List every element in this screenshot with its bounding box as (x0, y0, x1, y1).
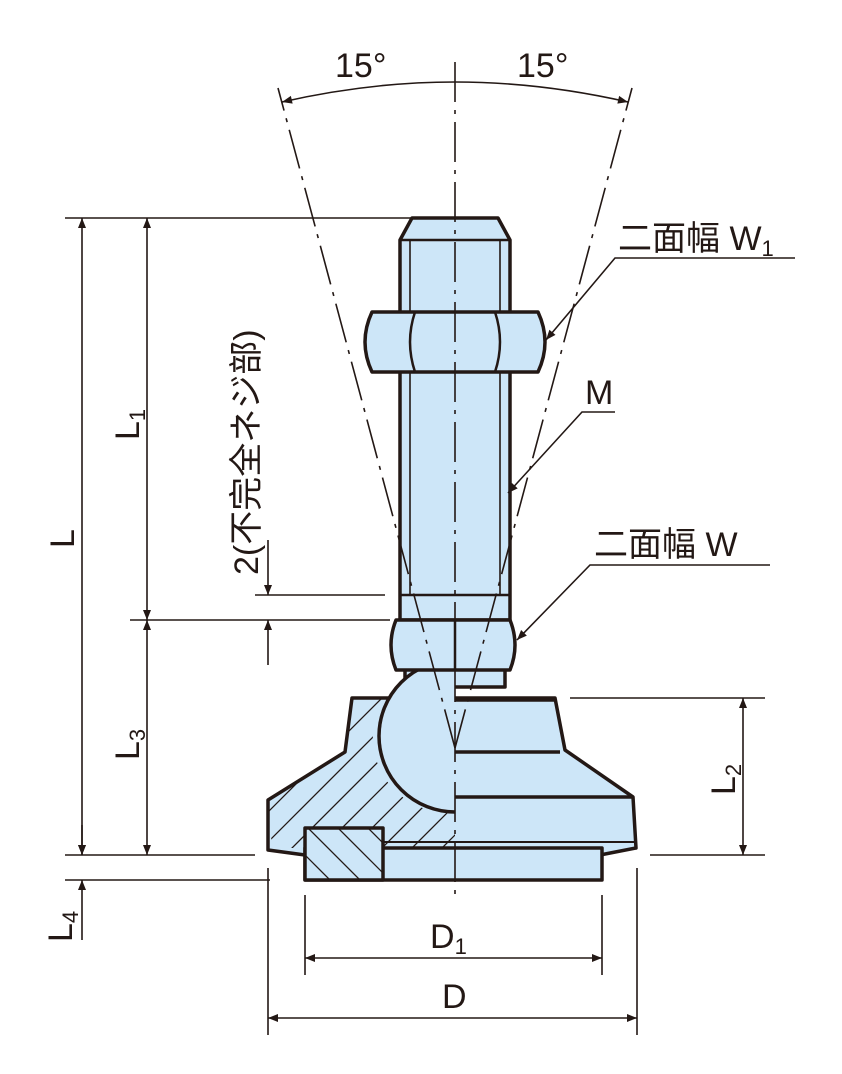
dim-l-label: L (44, 529, 82, 548)
dim-d1-label: D1 (430, 918, 467, 959)
leaders (507, 257, 795, 641)
width-across-flats-w-label: 二面幅 W (594, 526, 738, 564)
width-across-flats-w1-label: 二面幅 W1 (618, 220, 774, 261)
extension-lines (65, 217, 765, 1035)
dim-l2-label: L2 (705, 764, 746, 795)
dim-d-label: D (442, 978, 467, 1016)
thread-m-label: M (585, 374, 613, 412)
angle-left-label: 15° (335, 47, 386, 85)
incomplete-thread-label: 2(不完全ネジ部) (228, 329, 266, 575)
tilt-line-right (454, 87, 633, 749)
angle-arc-right (454, 81, 629, 104)
dim-l1-label: L1 (109, 409, 150, 440)
angle-right-label: 15° (517, 47, 568, 85)
lower-hex-nut (389, 618, 517, 672)
tilt-line-left (277, 87, 456, 749)
dim-l4-label: L4 (42, 911, 83, 942)
pad (303, 826, 636, 882)
dimension-lines (78, 218, 747, 1022)
dim-l3-label: L3 (109, 729, 150, 760)
angle-arc-left (281, 81, 456, 104)
